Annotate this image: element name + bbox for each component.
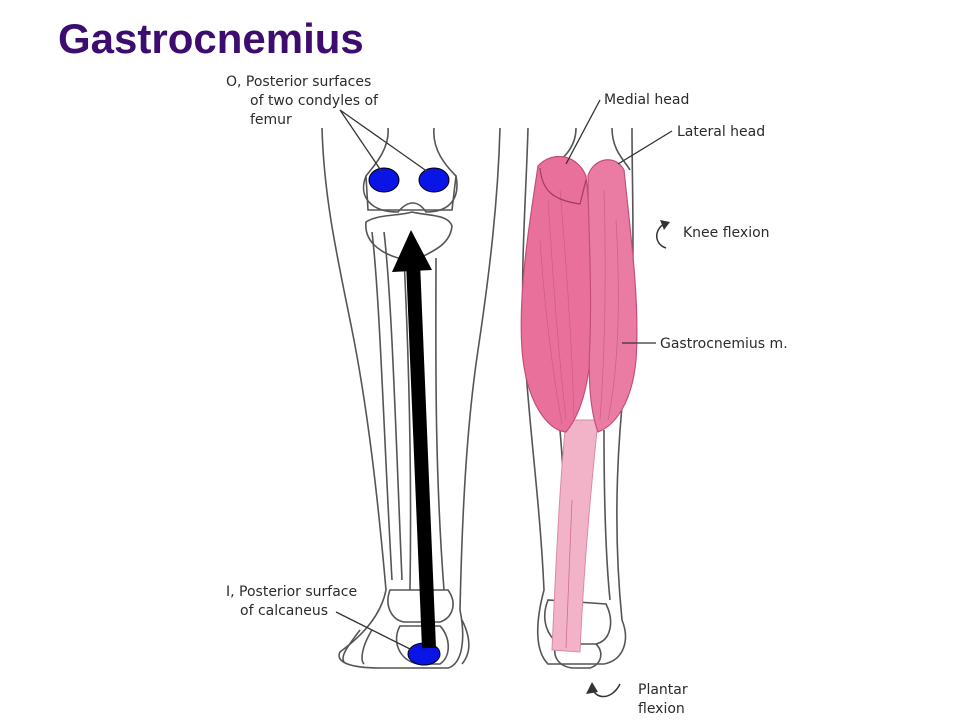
medial-head-label: Medial head	[604, 92, 689, 108]
muscle-lateral-head	[587, 159, 638, 433]
plantar-flexion-line2: flexion	[638, 701, 685, 717]
calcaneus	[395, 625, 450, 665]
right-leader-lines	[565, 99, 673, 344]
origin-label-line2: of two condyles of	[250, 93, 379, 109]
muscle-medial-head	[520, 155, 593, 433]
lateral-head-leader	[617, 130, 673, 165]
left-leg-skeleton	[321, 127, 501, 669]
tibia-shaft	[403, 257, 445, 591]
medial-head-leader	[565, 99, 601, 165]
insertion-leader-line	[335, 611, 413, 651]
plantar-flexion-line1: Plantar	[638, 682, 688, 698]
ankle-bones	[387, 589, 454, 623]
origin-marker-lateral	[418, 167, 450, 193]
femur	[365, 127, 457, 211]
foot-bones	[342, 619, 470, 665]
femoral-condyles	[362, 175, 458, 213]
origin-label: O, Posterior surfaces of two condyles of…	[226, 74, 382, 128]
tibia-head	[365, 211, 453, 259]
origin-label-line3: femur	[250, 112, 292, 128]
knee-flexion-label: Knee flexion	[683, 225, 770, 241]
gastrocnemius-muscle	[520, 155, 638, 653]
insertion-label-line2: of calcaneus	[240, 603, 328, 619]
plantar-flexion-label: Plantar flexion	[638, 682, 692, 717]
origin-marker-medial	[368, 167, 400, 193]
origin-leader-lines	[339, 109, 429, 173]
lateral-head-label: Lateral head	[677, 124, 765, 140]
left-leg-outline	[321, 127, 501, 669]
muscle-label: Gastrocnemius m.	[660, 336, 788, 352]
fibula	[371, 231, 403, 581]
knee-flexion-arrow-icon	[656, 220, 670, 249]
origin-label-line1: O, Posterior surfaces	[226, 74, 371, 90]
insertion-label-line1: I, Posterior surface	[226, 584, 357, 600]
achilles-tendon	[551, 419, 599, 653]
slide-title: Gastrocnemius	[58, 15, 364, 62]
insertion-label: I, Posterior surface of calcaneus	[226, 584, 362, 619]
plantar-flexion-arrow-icon	[586, 682, 621, 698]
line-of-pull-arrow	[392, 230, 436, 649]
